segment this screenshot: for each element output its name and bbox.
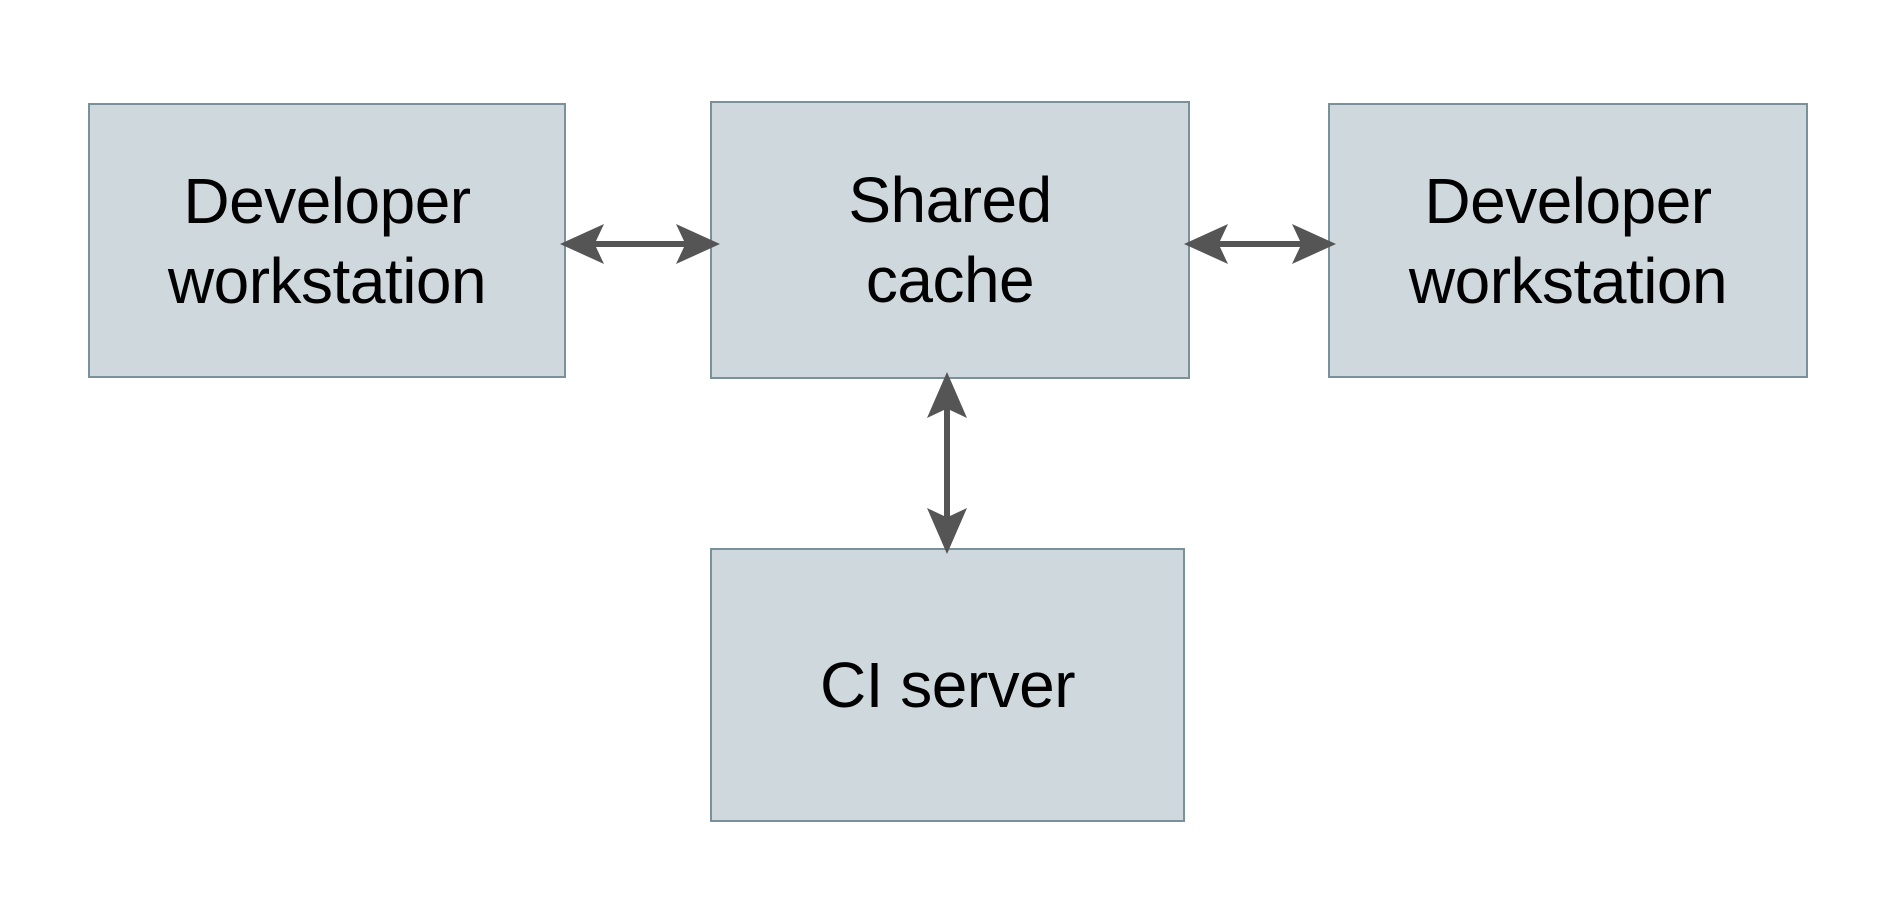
node-developer-workstation-right[interactable]: Developer workstation [1328,103,1808,378]
node-ci-server[interactable]: CI server [710,548,1185,822]
bidirectional-arrow-icon-shared-to-right [1184,224,1336,264]
node-label: Shared cache [848,164,1052,316]
node-shared-cache[interactable]: Shared cache [710,101,1190,379]
bidirectional-arrow-icon-left-to-shared [560,224,720,264]
node-label: Developer workstation [167,164,487,317]
bidirectional-arrow-icon-shared-to-ci [927,372,967,554]
node-label: Developer workstation [1408,164,1728,317]
node-label: CI server [819,649,1076,721]
node-developer-workstation-left[interactable]: Developer workstation [88,103,566,378]
